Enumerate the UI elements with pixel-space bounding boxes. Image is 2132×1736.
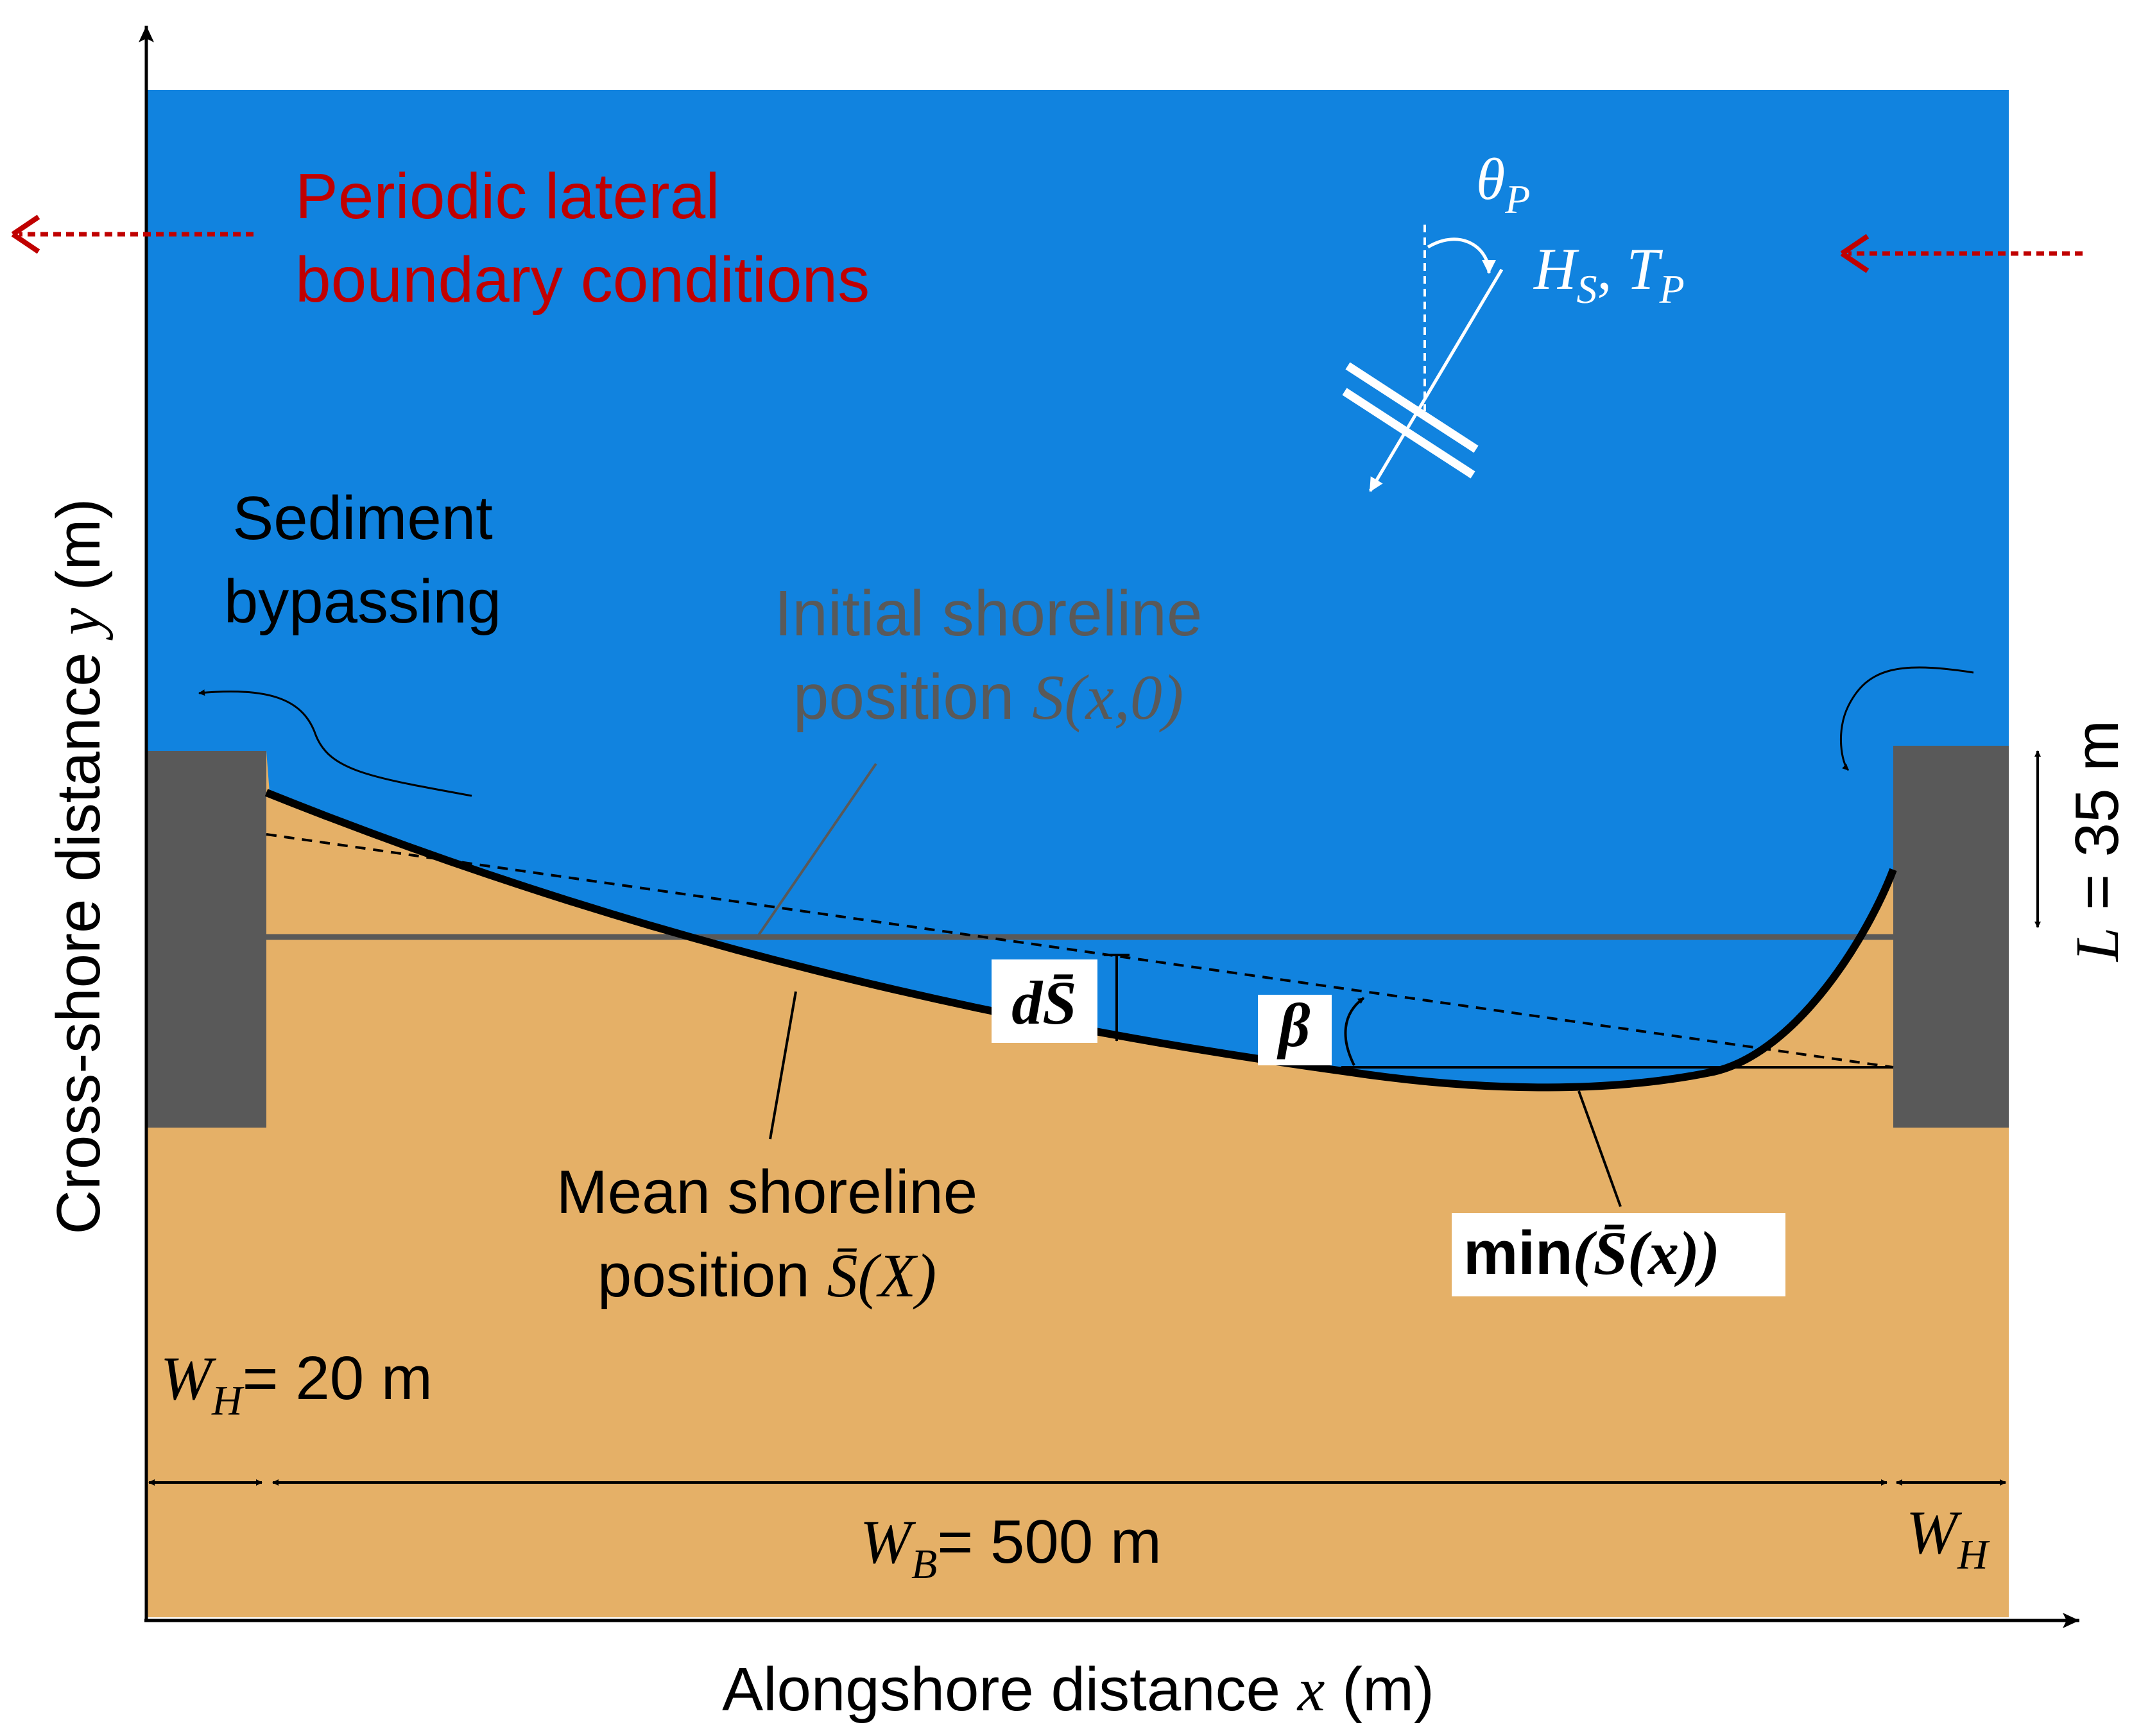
initial-text-line2: position S(x,0) <box>793 661 1183 733</box>
boundary-text-line1: Periodic lateral <box>295 160 719 232</box>
sediment-text-line2: bypassing <box>224 567 501 636</box>
water-area <box>146 90 2009 1088</box>
mean-shoreline-curve <box>264 789 1897 1092</box>
wave-angle-label: θP <box>1476 146 1530 222</box>
mean-text-line1: Mean shoreline <box>556 1158 977 1226</box>
ds-label-text: dS̄ <box>1011 968 1076 1037</box>
initial-leader-line <box>756 762 877 938</box>
mean-leader-line <box>769 991 797 1140</box>
beta-label-box <box>1258 995 1332 1065</box>
right-boundary-arrowhead <box>1840 234 1870 273</box>
min-leader-line <box>1578 1090 1622 1207</box>
bypass-arrow-left <box>198 689 472 797</box>
left-boundary-arrowhead <box>11 214 40 254</box>
mean-text-line2: position S̄(X) <box>597 1241 936 1310</box>
wave-crest-2 <box>1342 388 1475 479</box>
sediment-text-line1: Sediment <box>232 484 493 553</box>
boundary-text-line2: boundary conditions <box>295 244 870 316</box>
bypass-arrow-right <box>1840 666 1974 771</box>
ds-label-box <box>992 959 1097 1043</box>
left-groin <box>146 751 266 1128</box>
min-label-text: min(S̄(x)) <box>1463 1219 1720 1287</box>
wave-height-period-label: HS, TP <box>1533 236 1685 312</box>
right-groin <box>1893 746 2009 1128</box>
beta-angle-arc <box>1344 997 1365 1066</box>
beach-width-label: WB= 500 m <box>860 1508 1162 1588</box>
wave-direction-arrow <box>1368 268 1504 492</box>
initial-text-line1: Initial shoreline <box>774 578 1202 649</box>
y-axis-label: Cross-shore distance y (m) <box>44 499 113 1235</box>
x-axis-label: Alongshore distance x (m) <box>722 1655 1434 1724</box>
groin-width-label: WH= 20 m <box>160 1344 433 1424</box>
beta-label-text: β <box>1277 991 1310 1060</box>
groin-length-label: L = 35 m <box>2063 720 2131 963</box>
groin-width-right-label: WH <box>1906 1498 1990 1578</box>
min-label-box <box>1452 1213 1785 1296</box>
wave-crest-1 <box>1345 362 1479 453</box>
wave-angle-arc <box>1427 237 1496 274</box>
dashed-orientation-line <box>266 833 1894 1069</box>
